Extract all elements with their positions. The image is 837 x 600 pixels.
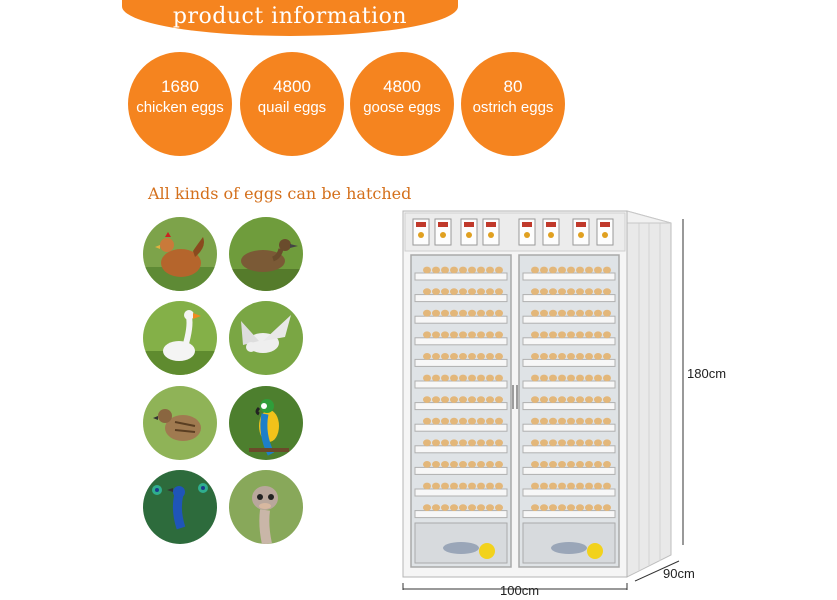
egg-tray — [522, 288, 616, 303]
depth-dimension: 90cm — [663, 566, 695, 581]
incubator-cabinet — [402, 210, 684, 590]
parrot-photo — [229, 386, 303, 460]
capacity-label: chicken eggs — [136, 99, 224, 116]
egg-tray — [522, 417, 616, 432]
width-dimension: 100cm — [500, 583, 540, 598]
egg-tray — [414, 309, 508, 324]
temperature-controller — [542, 218, 560, 246]
egg-tray — [414, 396, 508, 411]
peacock-photo — [143, 470, 217, 544]
temperature-controller — [596, 218, 614, 246]
egg-tray — [414, 417, 508, 432]
egg-tray — [522, 461, 616, 475]
egg-tray — [414, 461, 508, 475]
duck-photo — [229, 217, 303, 291]
title-banner: product information — [122, 0, 458, 36]
capacity-label: goose eggs — [363, 99, 441, 116]
page-title: product information — [172, 4, 408, 29]
capacity-count: 1680 — [161, 77, 199, 96]
height-dimension: 180cm — [687, 366, 727, 381]
egg-tray — [414, 288, 508, 303]
egg-tray — [522, 266, 616, 281]
chicken-photo — [143, 217, 217, 291]
temperature-controller — [434, 218, 452, 246]
egg-tray — [414, 266, 508, 281]
egg-tray — [414, 353, 508, 367]
ostrich-photo — [229, 470, 303, 544]
pigeon-photo — [229, 301, 303, 375]
egg-tray — [522, 331, 616, 346]
egg-tray — [522, 439, 616, 454]
temperature-controller — [412, 218, 430, 246]
egg-tray — [414, 439, 508, 454]
egg-tray — [414, 331, 508, 346]
capacity-badge-goose: 4800 goose eggs — [350, 52, 454, 156]
capacity-label: quail eggs — [257, 99, 327, 116]
capacity-badge-ostrich: 80 ostrich eggs — [461, 52, 565, 156]
capacity-count: 4800 — [383, 77, 421, 96]
hatch-subtitle: All kinds of eggs can be hatched — [148, 184, 412, 203]
egg-tray — [522, 309, 616, 324]
goose-photo — [143, 301, 217, 375]
temperature-controller — [572, 218, 590, 246]
quail-photo — [143, 386, 217, 460]
egg-tray — [522, 482, 616, 497]
capacity-count: 4800 — [273, 77, 311, 96]
capacity-badge-chicken: 1680 chicken eggs — [128, 52, 232, 156]
capacity-label: ostrich eggs — [472, 99, 554, 116]
egg-tray — [522, 353, 616, 367]
egg-tray — [522, 504, 616, 519]
egg-tray — [414, 374, 508, 389]
temperature-controller — [518, 218, 536, 246]
temperature-controller — [482, 218, 500, 246]
egg-tray — [414, 504, 508, 519]
capacity-count: 80 — [503, 77, 523, 96]
egg-tray — [522, 396, 616, 411]
temperature-controller — [460, 218, 478, 246]
egg-tray — [414, 482, 508, 497]
capacity-badge-quail: 4800 quail eggs — [240, 52, 344, 156]
egg-tray — [522, 374, 616, 389]
